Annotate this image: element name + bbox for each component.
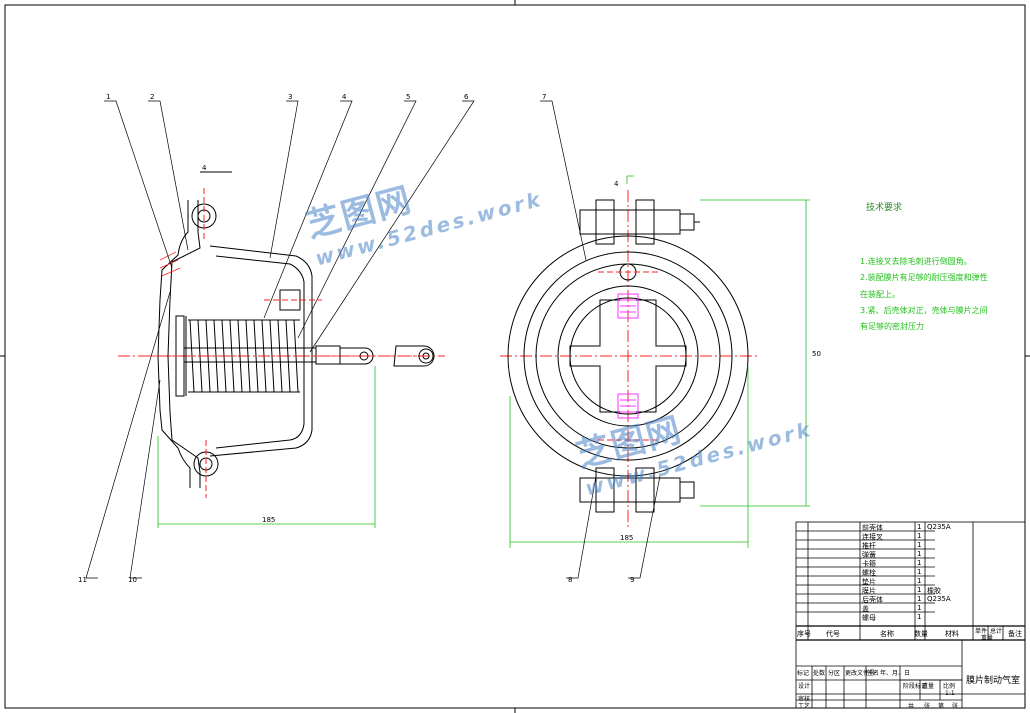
- part-balloons: 1 2 3 4 5 6 7 8 9 10 11: [78, 93, 634, 584]
- sign-label-file: 更改文件号: [845, 670, 876, 677]
- part-qty-row-7: 1: [917, 577, 922, 585]
- part-name-row-11: 螺母: [862, 614, 876, 622]
- part-material-row-1: Q235A: [927, 523, 951, 531]
- balloon-6: 6: [464, 93, 469, 101]
- part-qty-row-8: 1: [917, 586, 922, 594]
- part-qty-row-10: 1: [917, 604, 922, 612]
- part-qty-row-1: 1: [917, 523, 922, 531]
- sheet-unit-label-2: 张: [952, 703, 959, 710]
- sheet-no-label: 第: [938, 703, 945, 710]
- sign-label-signature: 签名: [867, 670, 880, 677]
- title-block-grid: [795, 521, 1026, 709]
- header-qty: 数量: [914, 630, 928, 638]
- bottom-clamp-ear: [579, 467, 695, 513]
- top-clamp-ear: [579, 199, 700, 245]
- part-qty-row-6: 1: [917, 568, 922, 576]
- part-qty-row-2: 1: [917, 532, 922, 540]
- dimension-width-left-label: 185: [262, 516, 275, 524]
- sheet-unit-label: 张: [924, 703, 931, 710]
- part-material-row-8: 橡胶: [927, 587, 941, 595]
- sign-row-check: 审核: [798, 696, 811, 703]
- balloon-2: 2: [150, 93, 154, 101]
- part-name-row-5: 卡箍: [862, 560, 876, 568]
- header-code: 代号: [826, 630, 840, 638]
- part-qty-row-4: 1: [917, 550, 922, 558]
- part-qty-row-11: 1: [917, 613, 922, 621]
- stage-label: 阶段标记: [903, 683, 928, 690]
- header-weight: 重量: [981, 635, 994, 642]
- part-material-row-9: Q235A: [927, 595, 951, 603]
- clamp-ring-outer: [507, 235, 749, 477]
- part-name-row-9: 后壳体: [862, 596, 883, 604]
- drawing-title: 膜片制动气室: [966, 676, 1021, 686]
- balloon-5: 5: [406, 93, 410, 101]
- bolt-top: [617, 293, 639, 319]
- balloon-7: 7: [542, 93, 546, 101]
- part-name-row-3: 推杆: [862, 542, 876, 550]
- sign-label-count: 处数: [813, 670, 826, 677]
- header-remark: 备注: [1008, 630, 1022, 638]
- part-name-row-1: 前壳体: [862, 524, 883, 532]
- section-mark-left: 4: [202, 164, 207, 172]
- part-qty-row-9: 1: [917, 595, 922, 603]
- part-name-row-6: 螺栓: [862, 569, 876, 577]
- part-name-row-2: 连接叉: [862, 533, 883, 541]
- tech-note-2: 2.装配膜片有足够的耐压强度和弹性: [860, 273, 988, 282]
- tech-requirements-title: 技术要求: [866, 203, 903, 213]
- sign-label-date: 年、月、日: [880, 670, 911, 677]
- part-name-row-8: 膜片: [862, 587, 876, 595]
- section-mark-right: 4: [614, 180, 619, 188]
- rear-housing: [209, 245, 313, 457]
- balloon-9: 9: [630, 576, 634, 584]
- header-total: 总计: [990, 628, 1003, 635]
- part-qty-row-5: 1: [917, 559, 922, 567]
- part-name-row-7: 垫片: [862, 578, 876, 586]
- sign-label-mark: 标记: [797, 670, 810, 677]
- inner-bore: [557, 285, 699, 427]
- dimension-width-left: [157, 366, 376, 528]
- balloon-8: 8: [568, 576, 572, 584]
- balloon-3: 3: [288, 93, 292, 101]
- front-view: [500, 190, 760, 530]
- sign-label-zone: 分区: [828, 670, 841, 677]
- tech-note-3: 在装配上。: [860, 290, 900, 299]
- tech-note-5: 有足够的密封压力: [860, 322, 924, 331]
- sign-row-process: 工艺: [798, 703, 811, 710]
- sign-row-design: 设计: [798, 683, 811, 690]
- section-view: [118, 171, 445, 498]
- sheet-total-label: 共: [908, 703, 915, 710]
- part-name-row-10: 盖: [862, 605, 869, 613]
- balloon-11: 11: [78, 576, 87, 584]
- tech-note-4: 3.紧、后壳体对正，壳体与膜片之间: [860, 306, 988, 315]
- front-cover: [157, 200, 191, 488]
- header-name: 名称: [880, 630, 894, 638]
- weight-label: 重量: [922, 683, 935, 690]
- leader-lines: [85, 100, 661, 579]
- balloon-4: 4: [342, 93, 347, 101]
- header-no: 序号: [797, 630, 811, 638]
- bolt-bottom: [617, 393, 639, 419]
- dimension-height-right-label: 50: [812, 350, 821, 358]
- scale-value: 1:1: [945, 690, 955, 697]
- balloon-1: 1: [106, 93, 110, 101]
- tech-note-1: 1.连接叉去除毛刺进行倒圆角。: [860, 257, 972, 266]
- balloon-10: 10: [128, 576, 137, 584]
- scale-label: 比例: [943, 683, 956, 690]
- header-unit: 单件: [975, 628, 988, 635]
- part-name-row-4: 弹簧: [862, 551, 876, 559]
- part-qty-row-3: 1: [917, 541, 922, 549]
- dimension-right: [509, 175, 810, 548]
- header-material: 材料: [945, 630, 959, 638]
- dimension-width-right-label: 185: [620, 534, 633, 542]
